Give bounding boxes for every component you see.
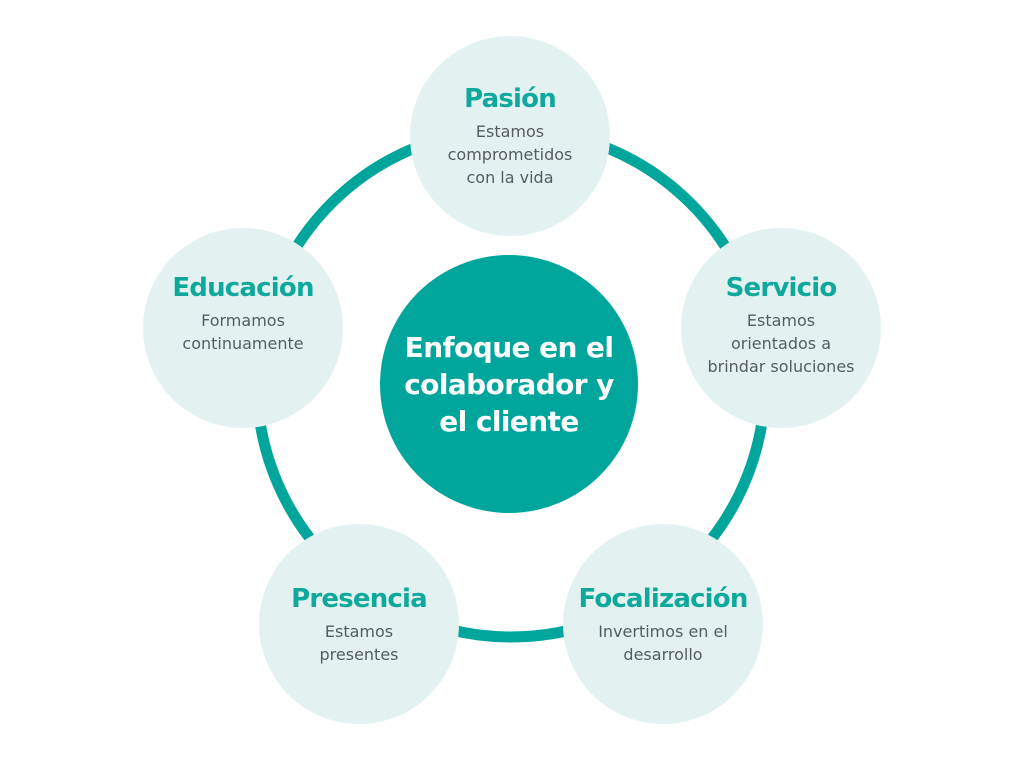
node-description: Formamos continuamente (182, 311, 304, 353)
node-title: Pasión (464, 84, 557, 114)
node-description: Estamos orientados a brindar soluciones (707, 311, 855, 376)
center-label: Enfoque en el colaborador y el cliente (404, 330, 614, 438)
value-node-servicio: Servicio Estamos orientados a brindar so… (681, 228, 881, 428)
node-title: Educación (172, 273, 314, 303)
node-description: Estamos comprometidos con la vida (447, 122, 573, 187)
node-description: Estamos presentes (319, 622, 399, 664)
node-title: Servicio (725, 273, 838, 303)
node-title: Presencia (291, 584, 428, 614)
node-title: Focalización (578, 584, 748, 614)
value-node-pasion: Pasión Estamos comprometidos con la vida (410, 36, 610, 236)
value-node-educacion: Educación Formamos continuamente (143, 228, 343, 428)
value-node-focalizacion: Focalización Invertimos en el desarrollo (563, 524, 763, 724)
node-description: Invertimos en el desarrollo (598, 622, 728, 664)
value-node-presencia: Presencia Estamos presentes (259, 524, 459, 724)
center-hub: Enfoque en el colaborador y el cliente (380, 255, 638, 513)
